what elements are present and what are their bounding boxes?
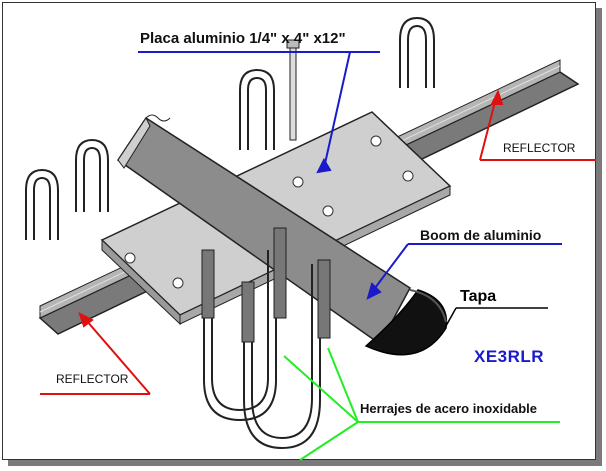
long-bolt <box>286 39 300 141</box>
threaded-ends <box>201 227 331 343</box>
plate-label: Placa aluminio 1/4" x 4" x12" <box>140 30 346 47</box>
boom-label: Boom de aluminio <box>420 227 542 243</box>
u-bolt-group-bottom <box>203 250 321 450</box>
callsign-label: XE3RLR <box>474 347 545 366</box>
hardware-label: Herrajes de acero inoxidable <box>360 401 538 416</box>
reflector-label-right: REFLECTOR <box>503 141 576 155</box>
plate-hole <box>124 252 136 264</box>
boom-end-cap <box>364 289 448 356</box>
reflector-label-left: REFLECTOR <box>56 372 129 386</box>
plate-hole <box>172 277 184 289</box>
plate-hole <box>322 205 334 217</box>
plate-hole <box>370 135 382 147</box>
u-bolt-group-top <box>25 16 435 240</box>
cap-label: Tapa <box>460 288 497 305</box>
leader-lines <box>40 51 596 461</box>
plate-hole <box>402 170 414 182</box>
plate-hole <box>292 176 304 188</box>
